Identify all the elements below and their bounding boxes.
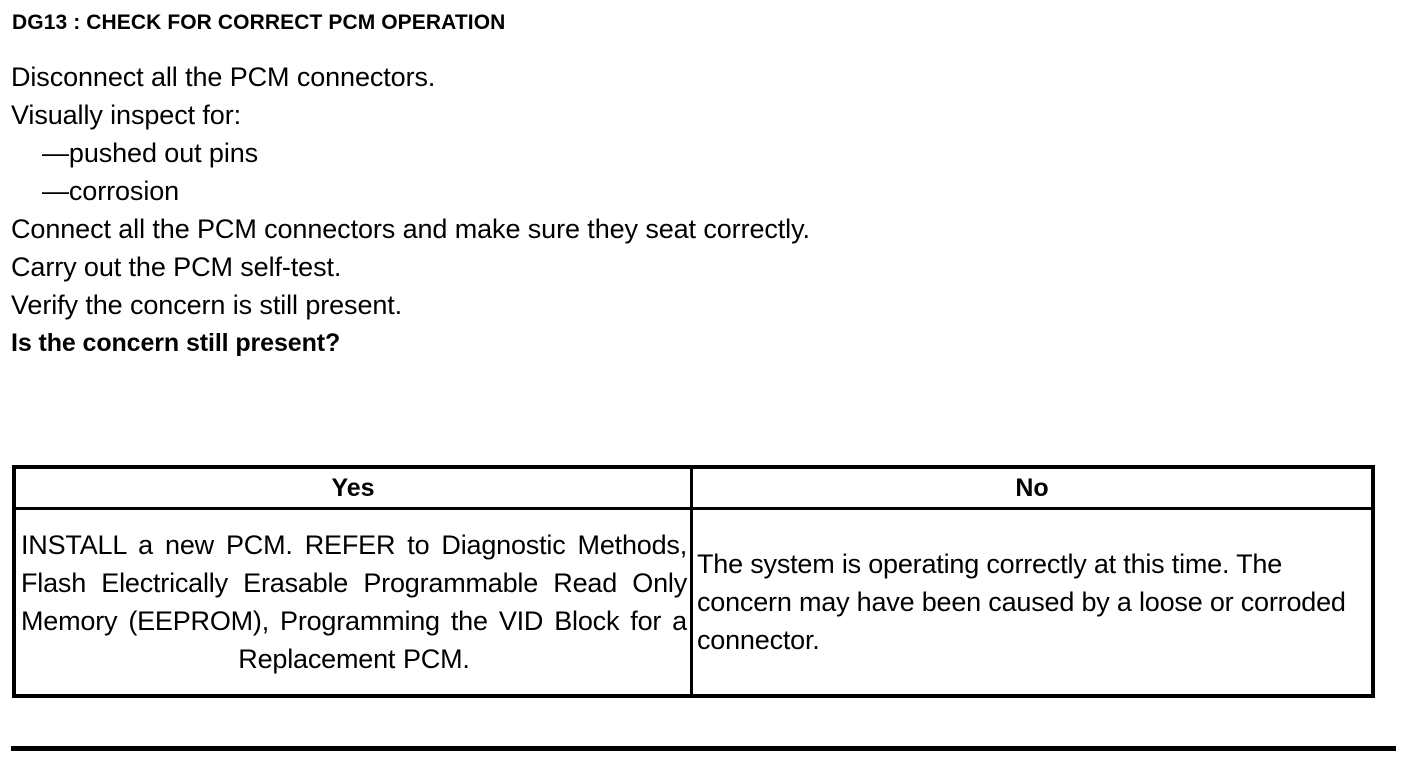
table-header-no: No: [1015, 474, 1049, 502]
decision-table: Yes No INSTALL a new PCM. REFER to Diagn…: [12, 465, 1375, 698]
table-row: INSTALL a new PCM. REFER to Diagnostic M…: [16, 510, 1371, 694]
table-cell-no-text: The system is operating correctly at thi…: [697, 549, 1346, 655]
step-line: Disconnect all the PCM connectors.: [11, 62, 436, 92]
procedure-steps: Disconnect all the PCM connectors. Visua…: [11, 58, 1391, 362]
bullet-item: —corrosion: [42, 176, 180, 206]
step-line: Carry out the PCM self-test.: [11, 252, 342, 282]
footer-divider: [11, 746, 1396, 751]
step-line: Connect all the PCM connectors and make …: [11, 214, 810, 244]
bullet-item: —pushed out pins: [42, 138, 259, 168]
table-cell-yes: INSTALL a new PCM. REFER to Diagnostic M…: [16, 510, 693, 694]
page-title: DG13 : CHECK FOR CORRECT PCM OPERATION: [12, 11, 506, 34]
decision-question: Is the concern still present?: [11, 329, 341, 357]
step-line: Visually inspect for:: [11, 100, 242, 130]
step-line: Verify the concern is still present.: [11, 290, 403, 320]
table-cell-yes-text: INSTALL a new PCM. REFER to Diagnostic M…: [21, 530, 687, 674]
table-header-row: Yes No: [16, 469, 1371, 510]
table-header-yes: Yes: [16, 469, 693, 507]
table-cell-no: The system is operating correctly at thi…: [693, 510, 1371, 694]
